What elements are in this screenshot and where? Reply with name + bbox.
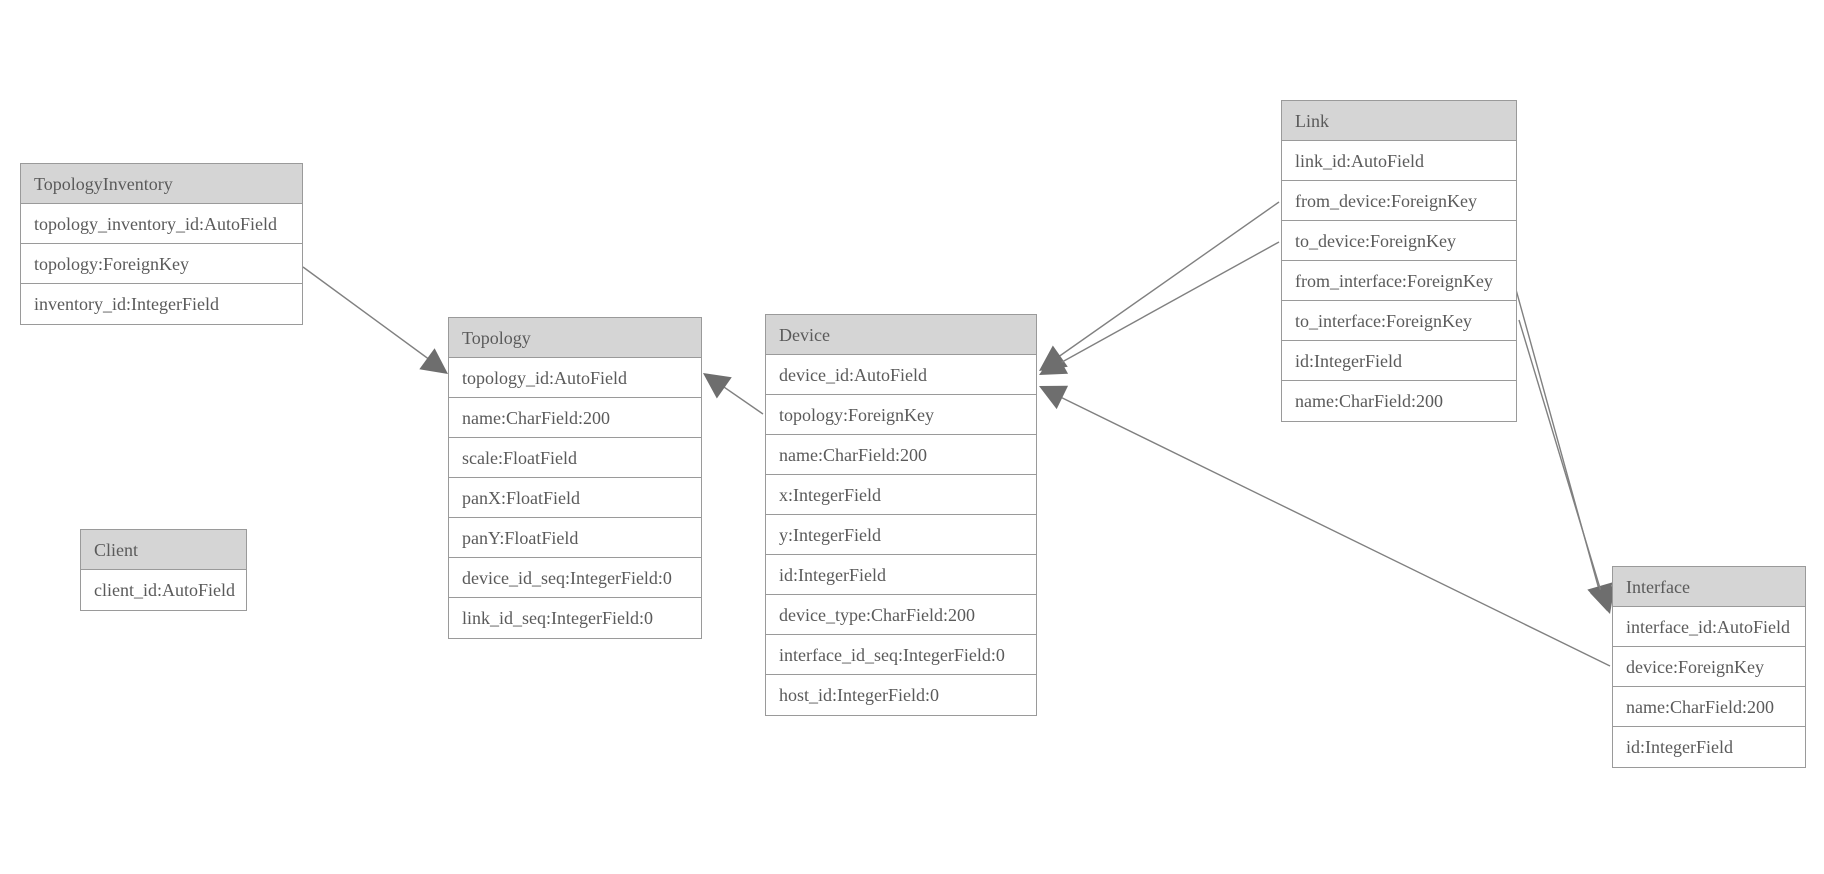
entity-field: topology:ForeignKey (21, 244, 302, 284)
entity-field: interface_id:AutoField (1613, 607, 1805, 647)
entity-field: to_device:ForeignKey (1282, 221, 1516, 261)
relationship-line (1043, 201, 1280, 368)
entity-field: device:ForeignKey (1613, 647, 1805, 687)
entity-field: device_id_seq:IntegerField:0 (449, 558, 701, 598)
entity-field: link_id_seq:IntegerField:0 (449, 598, 701, 638)
entity-title-device: Device (766, 315, 1036, 355)
relationship-link-from_device-to-device (1039, 201, 1280, 371)
entity-field: host_id:IntegerField:0 (766, 675, 1036, 715)
entity-field: panX:FloatField (449, 478, 701, 518)
entity-field: device_id:AutoField (766, 355, 1036, 395)
relationship-link-to_interface-to-interface (1518, 319, 1615, 614)
entity-field: from_interface:ForeignKey (1282, 261, 1516, 301)
entity-field: y:IntegerField (766, 515, 1036, 555)
relationship-line (1514, 285, 1604, 605)
relationship-device-to-topology (703, 373, 764, 415)
entity-field: name:CharField:200 (766, 435, 1036, 475)
entity-title-topology: Topology (449, 318, 701, 358)
entity-field: link_id:AutoField (1282, 141, 1516, 181)
relationship-arrowhead (1039, 351, 1069, 375)
entity-field: topology_id:AutoField (449, 358, 701, 398)
relationship-line (302, 266, 446, 372)
relationship-line (1518, 319, 1607, 609)
entity-field: device_type:CharField:200 (766, 595, 1036, 635)
entity-field: inventory_id:IntegerField (21, 284, 302, 324)
entity-field: interface_id_seq:IntegerField:0 (766, 635, 1036, 675)
entity-field: panY:FloatField (449, 518, 701, 558)
relationship-line (1043, 388, 1611, 667)
entity-field: id:IntegerField (1282, 341, 1516, 381)
entity-field: topology:ForeignKey (766, 395, 1036, 435)
entity-title-interface: Interface (1613, 567, 1805, 607)
entity-field: x:IntegerField (766, 475, 1036, 515)
entity-title-topology_inventory: TopologyInventory (21, 164, 302, 204)
entity-field: name:CharField:200 (1613, 687, 1805, 727)
entity-field: id:IntegerField (1613, 727, 1805, 767)
relationship-link-to_device-to-device (1039, 241, 1280, 375)
relationship-arrowhead (1039, 385, 1069, 410)
entity-title-link: Link (1282, 101, 1516, 141)
entity-field: topology_inventory_id:AutoField (21, 204, 302, 244)
entity-field: to_interface:ForeignKey (1282, 301, 1516, 341)
entity-field: from_device:ForeignKey (1282, 181, 1516, 221)
relationship-line (1043, 241, 1280, 373)
entity-field: scale:FloatField (449, 438, 701, 478)
relationship-link-from_interface-to-interface (1514, 285, 1613, 611)
relationship-topologyinventory-to-topology (302, 266, 448, 374)
entity-field: name:CharField:200 (449, 398, 701, 438)
entity-field: id:IntegerField (766, 555, 1036, 595)
relationship-line (707, 375, 764, 415)
entity-field: client_id:AutoField (81, 570, 246, 610)
entity-title-client: Client (81, 530, 246, 570)
entity-field: name:CharField:200 (1282, 381, 1516, 421)
